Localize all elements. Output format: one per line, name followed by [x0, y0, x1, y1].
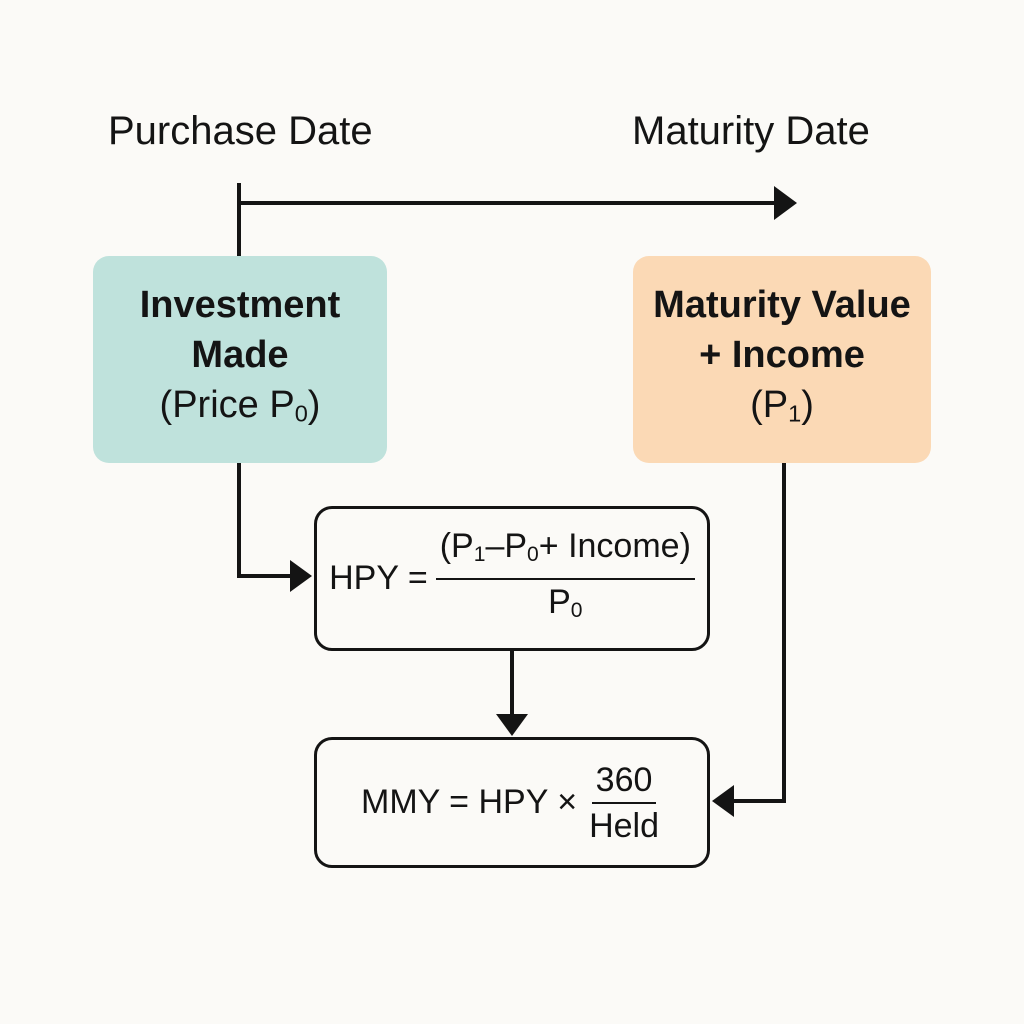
- hpy-to-mmy-arrowhead: [496, 714, 528, 736]
- mmy-fraction: 360 Held: [585, 758, 663, 848]
- hpy-denominator: P0: [548, 582, 583, 622]
- investment-price-line: (Price P0): [159, 384, 321, 427]
- mmy-denominator: Held: [589, 806, 659, 845]
- investment-line1: Investment: [139, 284, 341, 327]
- hpy-lhs: HPY =: [329, 559, 428, 597]
- hpy-formula-box: HPY = (P1–P0+ Income) P0: [314, 506, 710, 651]
- maturity-value-box: Maturity Value + Income (P1): [633, 256, 931, 463]
- investment-to-hpy-connector: [237, 463, 292, 578]
- purchase-date-label: Purchase Date: [108, 109, 373, 153]
- maturity-to-mmy-arrowhead: [712, 785, 734, 817]
- maturity-to-mmy-connector: [732, 463, 786, 803]
- investment-to-hpy-arrowhead: [290, 560, 312, 592]
- investment-made-box: Investment Made (Price P0): [93, 256, 387, 463]
- mmy-numerator: 360: [591, 758, 657, 804]
- mmy-formula-box: MMY = HPY × 360 Held: [314, 737, 710, 868]
- maturity-line2: + Income: [699, 334, 865, 377]
- maturity-price-line: (P1): [750, 384, 814, 427]
- mmy-formula: MMY = HPY × 360 Held: [361, 758, 663, 848]
- maturity-date-label: Maturity Date: [632, 109, 870, 153]
- maturity-line1: Maturity Value: [653, 284, 911, 327]
- hpy-fraction: (P1–P0+ Income) P0: [435, 524, 695, 632]
- hpy-numerator: (P1–P0+ Income): [435, 524, 695, 580]
- hpy-formula: HPY = (P1–P0+ Income) P0: [329, 524, 695, 632]
- timeline-arrowhead: [774, 186, 797, 220]
- mmy-lhs: MMY = HPY ×: [361, 783, 578, 821]
- investment-line2: Made: [191, 334, 289, 377]
